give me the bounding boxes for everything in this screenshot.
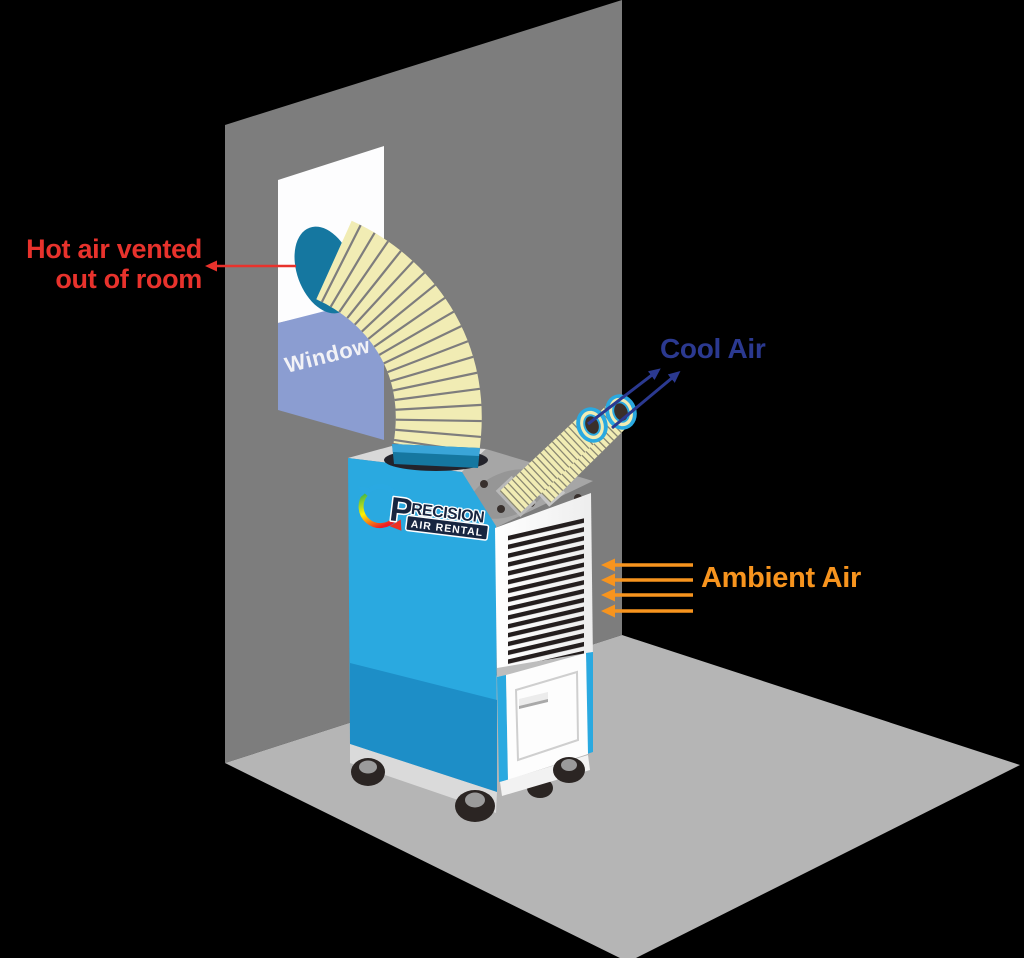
exhaust-duct xyxy=(315,220,488,471)
casters xyxy=(351,757,585,822)
logo-badge xyxy=(404,514,490,541)
hot-air-label-line1: Hot air vented xyxy=(26,234,202,264)
hot-air-label-line2: out of room xyxy=(55,264,202,294)
drawer-face xyxy=(506,653,588,780)
bolt-icon xyxy=(480,480,488,488)
duct-tube xyxy=(315,220,482,458)
ambient-air-label: Ambient Air xyxy=(701,562,861,594)
cool-duct-ridges xyxy=(499,415,602,513)
intake-grille xyxy=(508,516,584,678)
condensate-drawer xyxy=(497,652,593,798)
cool-air-arrow xyxy=(611,370,681,430)
drawer-outline xyxy=(514,670,580,762)
bolt-icon xyxy=(497,505,505,513)
duct-collar-highlight xyxy=(392,444,480,456)
caster-hub xyxy=(465,792,485,808)
caster-hub xyxy=(561,759,577,771)
hot-air-label: Hot air vented out of room xyxy=(0,234,202,294)
airflow-arrows xyxy=(205,260,693,618)
drawer-handle xyxy=(519,692,548,706)
cool-air-arrow xyxy=(587,368,661,426)
window-sill xyxy=(278,296,384,440)
logo-arrowhead-icon xyxy=(358,486,371,497)
unit-front-panel-lower xyxy=(350,663,497,792)
caster-hub xyxy=(359,760,377,774)
drawer-right-strip xyxy=(586,652,593,754)
logo-arrowhead-icon xyxy=(389,519,402,531)
logo-ring-gradient-arc xyxy=(358,492,397,529)
drawer-left-strip xyxy=(497,675,508,782)
cool-air-label: Cool Air xyxy=(660,333,766,364)
logo-brand-initial: P xyxy=(388,490,415,530)
drawer-handle-shadow xyxy=(519,699,548,709)
cool-duct-opening xyxy=(585,416,599,434)
